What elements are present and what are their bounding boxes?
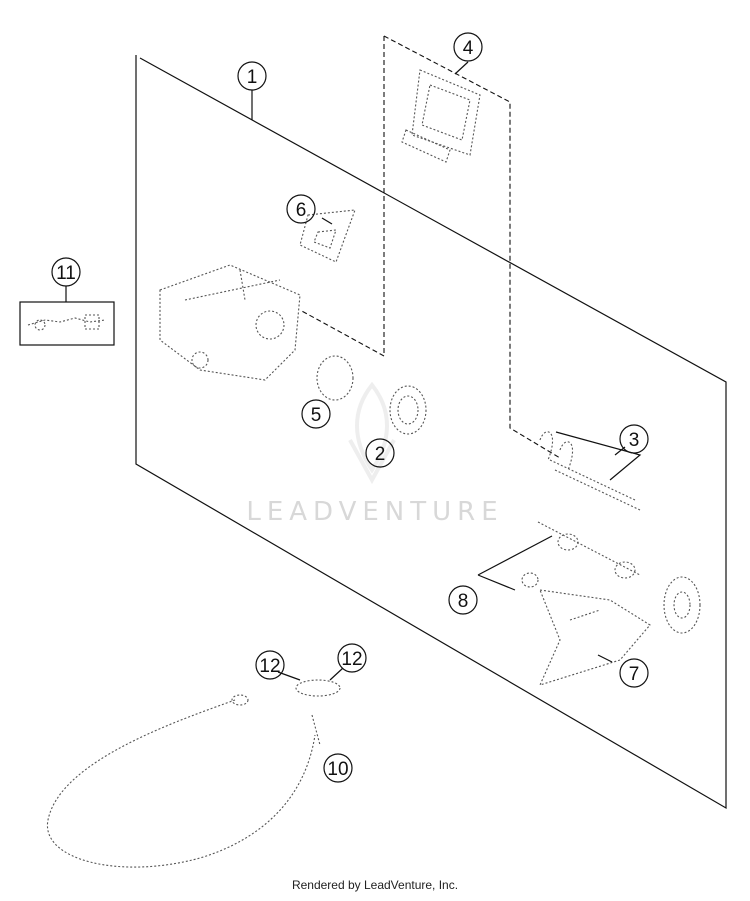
brake-hose-part	[46, 679, 341, 868]
svg-text:10: 10	[327, 759, 348, 780]
callout-7: 7	[619, 658, 649, 688]
caliper-carrier-part	[539, 576, 701, 686]
guide-pin-part	[477, 521, 641, 591]
svg-text:5: 5	[311, 405, 322, 426]
dashed-bag-outline	[299, 35, 561, 459]
pad-spring-part	[299, 209, 356, 263]
svg-text:6: 6	[296, 200, 307, 221]
svg-text:11: 11	[56, 263, 76, 284]
svg-text:12: 12	[341, 649, 362, 670]
callout-10: 10	[323, 753, 353, 783]
svg-text:1: 1	[247, 67, 258, 88]
callout-12-right: 12	[337, 643, 367, 673]
svg-text:4: 4	[463, 38, 474, 59]
kit-outline	[135, 55, 727, 810]
callout-8: 8	[448, 585, 478, 615]
brake-caliper-part	[159, 264, 301, 381]
callout-4: 4	[453, 32, 483, 62]
pin-clip-part	[539, 431, 642, 511]
callout-2: 2	[365, 438, 395, 468]
svg-text:2: 2	[375, 444, 386, 465]
callout-5: 5	[301, 399, 331, 429]
svg-text:8: 8	[458, 591, 469, 612]
bleeder-part-box	[19, 301, 115, 346]
watermark-logo	[348, 381, 396, 485]
callout-12-left: 12	[255, 650, 285, 680]
svg-text:7: 7	[629, 664, 640, 685]
svg-text:3: 3	[629, 430, 640, 451]
footer-credit: Rendered by LeadVenture, Inc.	[291, 878, 459, 892]
callout-3: 3	[619, 424, 649, 454]
brake-pad-set-part	[401, 69, 481, 163]
leader-lines	[65, 61, 626, 681]
callout-6: 6	[286, 194, 316, 224]
watermark-text: LEADVENTURE	[246, 497, 503, 527]
callout-11: 11	[51, 257, 81, 287]
piston-seal-part	[316, 355, 427, 435]
callout-1: 1	[237, 61, 267, 91]
svg-text:12: 12	[259, 656, 280, 677]
